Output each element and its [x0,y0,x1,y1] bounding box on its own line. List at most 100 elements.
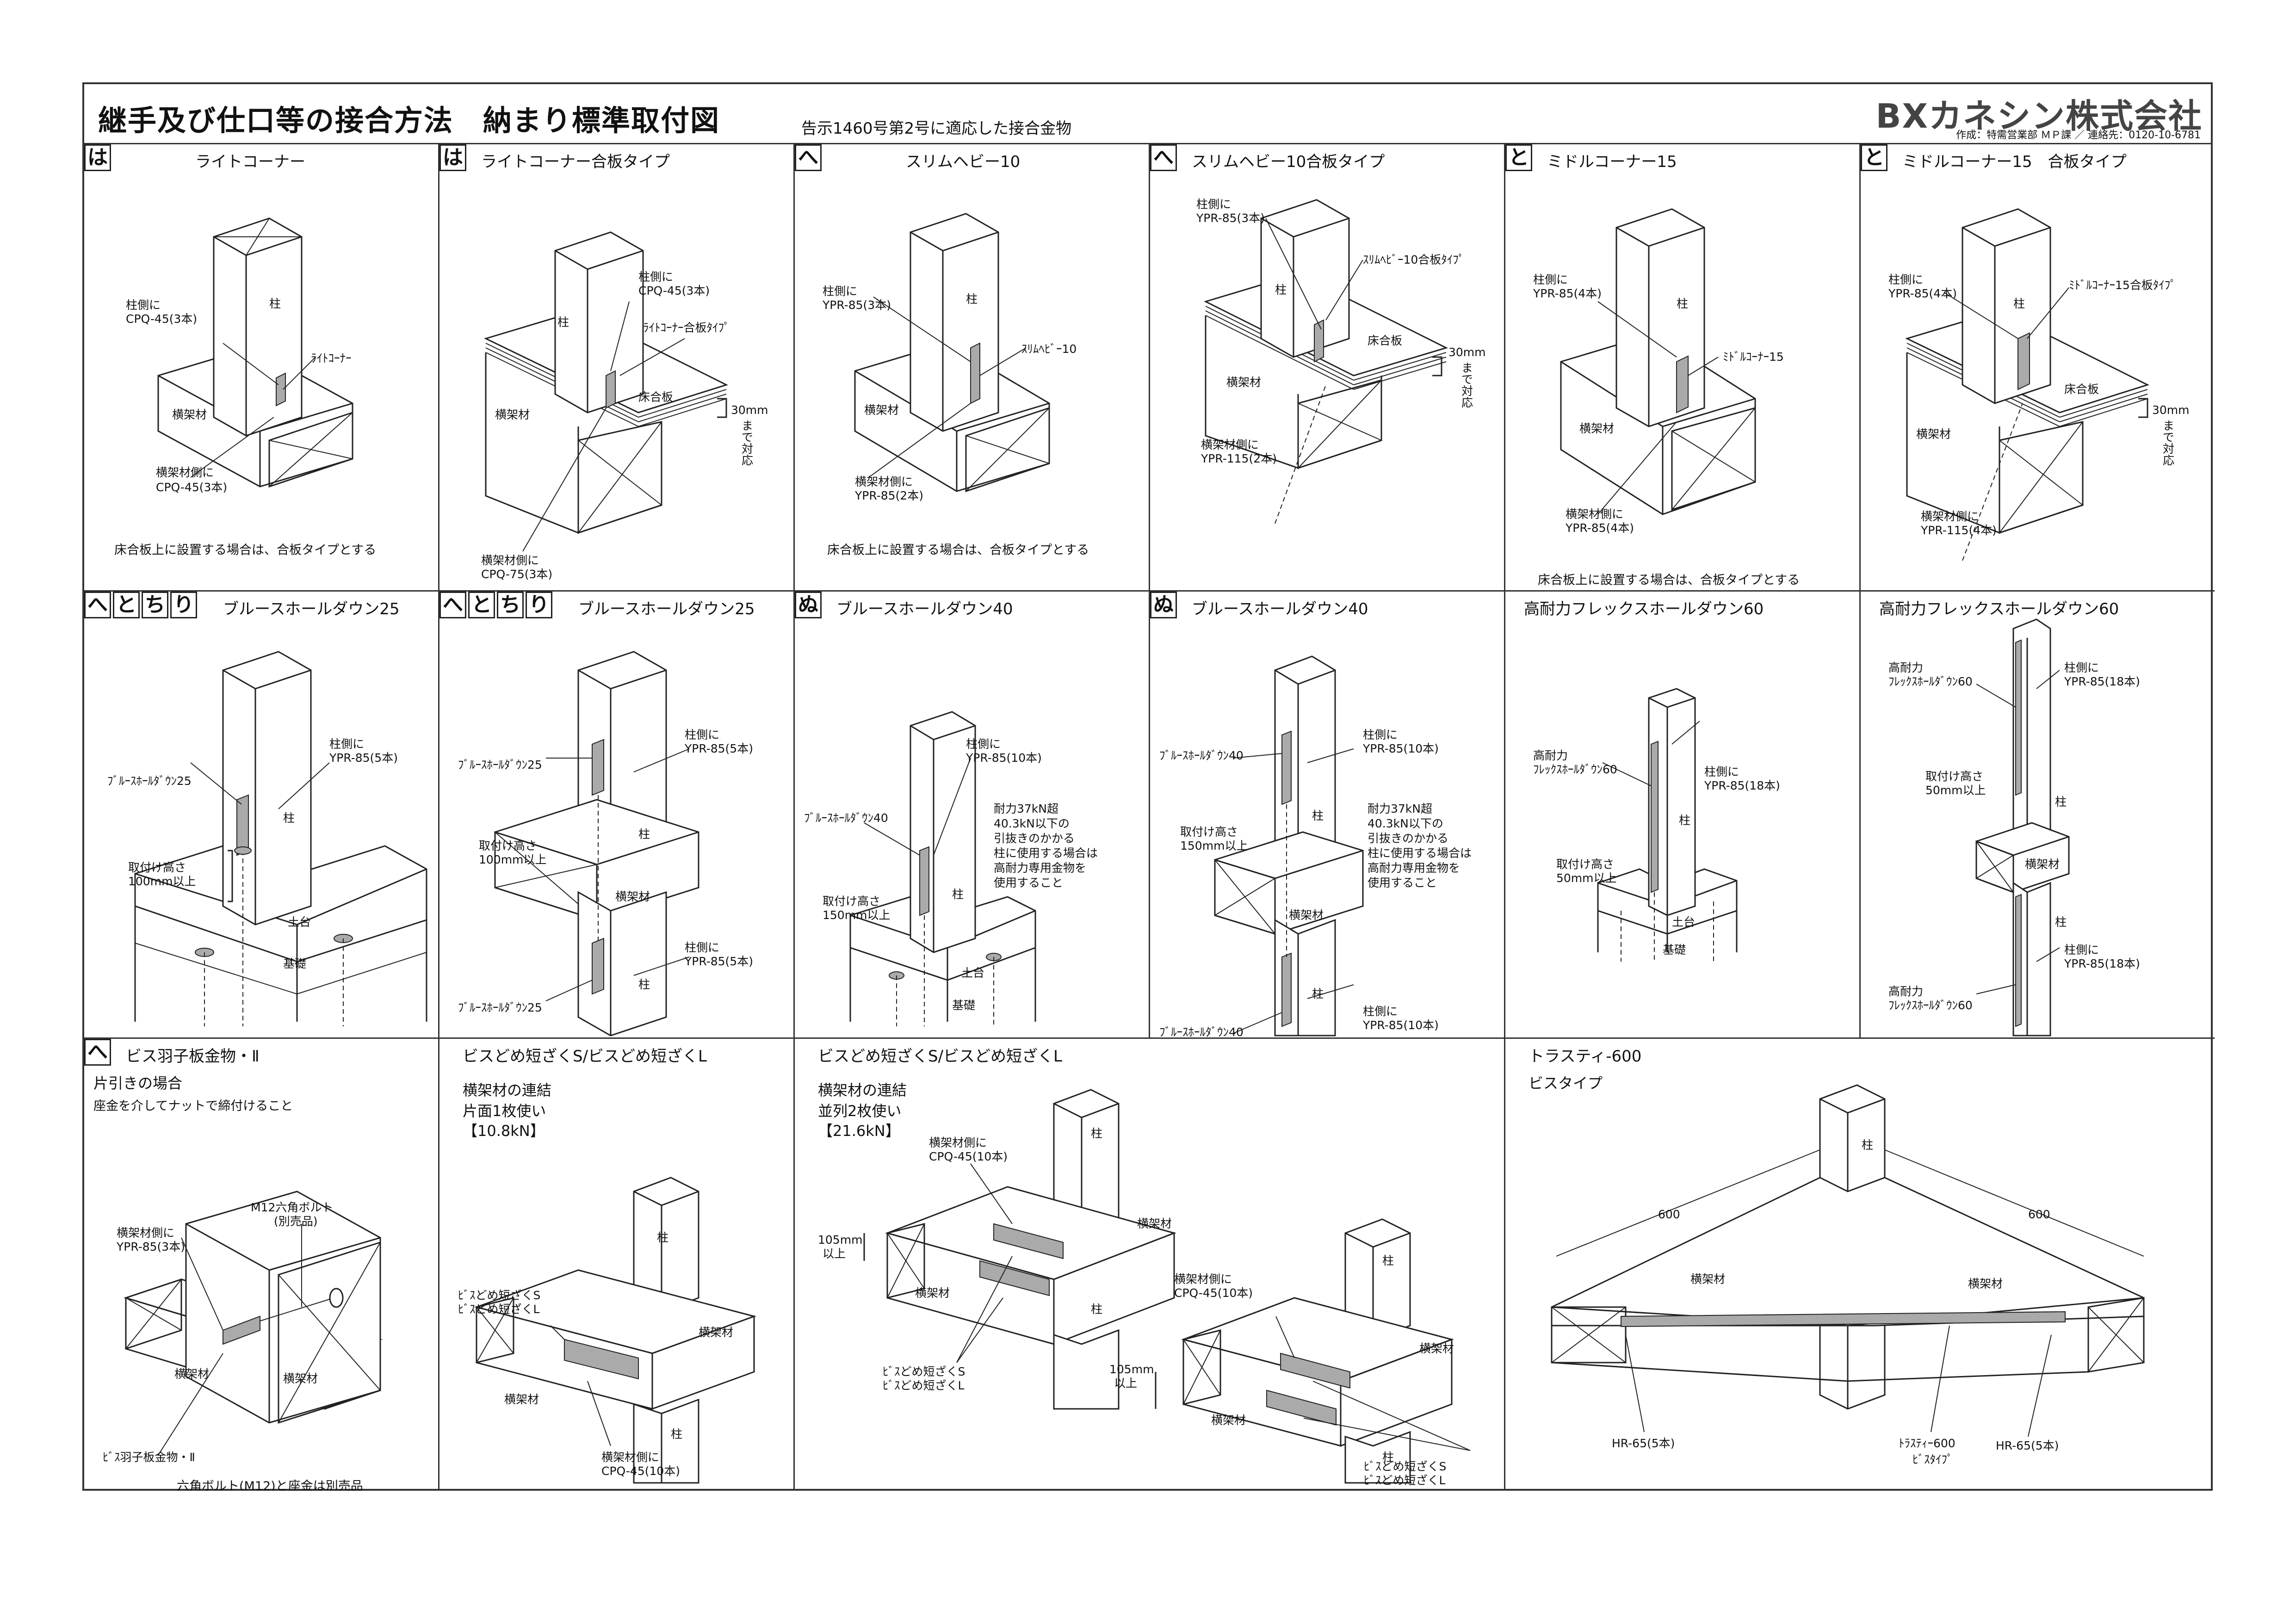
label: 横架材側に [1921,510,1979,523]
label: ﾌﾞﾙｰｽﾎｰﾙﾀﾞｳﾝ25 [107,774,192,788]
label: 横架材 [915,1286,950,1300]
label: 柱 [638,978,650,991]
label: 耐力37kN超 [1368,802,1432,815]
category-tag: と [1861,144,1888,171]
subtitle: ビスタイプ [1529,1074,1603,1092]
label: 105mm [818,1233,863,1247]
label: ｽﾘﾑﾍﾋﾞｰ10 [1021,342,1077,356]
cell-title: ビスどめ短ざくS/ビスどめ短ざくL [463,1047,707,1066]
label: 横架材側に [855,475,913,488]
label: まで対応 [1460,362,1473,408]
label: 柱側に [126,298,161,312]
label: 基礎 [283,957,307,970]
category-tag: へ [795,144,822,171]
cell-title: トラスティ-600 [1529,1047,1642,1066]
cell-title: ブルースホールダウン25 [223,600,400,618]
cell-flex-holddown-60-beam: 高耐力フレックスホールダウン60 高耐力 ﾌﾚｯｸｽﾎｰﾙﾀﾞｳﾝ60 柱側に … [1861,592,2215,1039]
label: 横架材 [615,890,650,903]
subtitle: 片面1枚使い [463,1102,546,1120]
label: 柱 [1091,1127,1103,1140]
label: CPQ-45(10本) [929,1150,1008,1163]
label: YPR-85(3本) [117,1240,185,1253]
label: HR-65(5本) [1612,1437,1675,1450]
label: 使用すること [1368,876,1437,889]
header: 継手及び仕口等の接合方法 納まり標準取付図 告示1460号第2号に適応した接合金… [84,84,2211,144]
cell-bruce-holddown-40-base: ぬ ブルースホールダウン40 柱側に YPR-85(10本) ﾌﾞﾙｰｽﾎｰﾙﾀ… [795,592,1150,1039]
screw-tanzaku-single-drawing [474,1177,757,1484]
cell-middle-corner-15-plywood: と ミドルコーナー15 合板タイプ 柱側に YPR-85(4本) ﾐﾄﾞﾙｺｰﾅ… [1861,144,2215,592]
cell-slim-heavy-10-plywood: へ スリムヘビー10合板タイプ 柱側に YPR-85(3本) ｽﾘﾑﾍﾋﾞｰ10… [1150,144,1505,592]
label: 柱側に [1363,1005,1398,1018]
label: ﾋﾞｽどめ短ざくS [458,1289,541,1302]
category-tag: へ [439,592,466,618]
category-tag: と [1505,144,1532,171]
label: 柱側に [1533,273,1568,286]
subtitle: 【10.8kN】 [463,1122,545,1140]
label: YPR-85(4本) [1533,287,1602,300]
cell-title: スリムヘビー10 [906,153,1021,171]
label: 柱 [638,827,650,841]
subtitle: 座金を介してナットで締付けること [93,1099,293,1113]
label: 横架材側に [1174,1272,1232,1286]
label: YPR-85(5本) [329,751,398,765]
label: 横架材 [174,1367,210,1381]
label: 柱側に [823,284,858,298]
label: 600 [1658,1208,1680,1221]
label: 105mm [1109,1363,1154,1376]
label: 引抜きのかかる [1368,832,1449,845]
label: YPR-85(2本) [855,489,923,502]
label: 柱 [952,888,964,901]
label: ﾌﾚｯｸｽﾎｰﾙﾀﾞｳﾝ60 [1888,999,1973,1012]
note: 床合板上に設置する場合は、合板タイプとする [114,543,377,557]
cell-slim-heavy-10: へ スリムヘビー10 柱側に YPR-85(3本) ｽﾘﾑﾍﾋﾞｰ10 柱 横架… [795,144,1150,592]
flex-holddown-60-beam-drawing [1975,618,2070,1037]
label: 横架材 [864,403,899,417]
label: CPQ-45(3本) [126,312,198,326]
label: ﾌﾚｯｸｽﾎｰﾙﾀﾞｳﾝ60 [1888,675,1973,688]
label: ﾋﾞｽどめ短ざくS [883,1365,965,1378]
label: 取付け高さ [823,895,881,908]
label: ｽﾘﾑﾍﾋﾞｰ10合板ﾀｲﾌﾟ [1363,253,1465,266]
label: 床合板 [1368,334,1403,347]
bruce-holddown-25-base-drawing [134,651,427,1026]
category-tag: ぬ [1150,592,1177,618]
trusty-600-drawing [1551,1084,2145,1437]
cell-title: ライトコーナー [195,153,305,171]
cell-light-corner-plywood: は ライトコーナー合板タイプ 柱側に CPQ-45(3本) ﾗｲﾄｺｰﾅｰ合板ﾀ… [439,144,795,592]
cell-title: ライトコーナー合板タイプ [481,153,670,171]
label: 土台 [1672,915,1696,929]
label: 横架材 [1419,1342,1454,1355]
cell-screw-tanzaku-double: ビスどめ短ざくS/ビスどめ短ざくL 横架材の連結 並列2枚使い 【21.6kN】 [795,1039,1505,1491]
cell-bruce-holddown-40-beam: ぬ ブルースホールダウン40 柱側に YPR-85(10本) ﾌﾞﾙｰｽﾎｰﾙﾀ… [1150,592,1505,1039]
cell-screw-strap-plate-2: へ ビス羽子板金物・Ⅱ 片引きの場合 座金を介してナットで締付けること 横架材側… [84,1039,439,1491]
label: 以上 [823,1247,846,1260]
label: YPR-85(18本) [2064,957,2140,970]
label: 柱側に [638,270,674,284]
label: 高耐力専用金物を [994,861,1087,875]
label: ﾌﾞﾙｰｽﾎｰﾙﾀﾞｳﾝ40 [1159,1025,1244,1039]
label: 柱に使用する場合は [1368,846,1472,860]
page-subtitle: 告示1460号第2号に適応した接合金物 [801,119,1072,138]
label: 柱 [2013,297,2025,310]
cell-title: ビス羽子板金物・Ⅱ [126,1047,260,1066]
label: 30mm [1448,346,1486,359]
label: ﾋﾞｽ羽子板金物・Ⅱ [103,1450,195,1464]
label: 高耐力専用金物を [1368,861,1461,875]
label: まで対応 [2161,420,2175,466]
cell-trusty-600: トラスティ-600 ビスタイプ 柱 600 600 横架材 横架材 HR-65(… [1505,1039,2215,1491]
label: 柱側に [329,737,365,751]
label: ﾗｲﾄｺｰﾅｰ合板ﾀｲﾌﾟ [643,321,730,334]
label: ﾋﾞｽどめ短ざくS [1364,1460,1447,1473]
label: 横架材側に [929,1136,987,1149]
label: YPR-85(4本) [1888,287,1957,300]
label: 50mm以上 [1556,871,1617,885]
label: 柱側に [1196,197,1232,211]
label: ﾌﾞﾙｰｽﾎｰﾙﾀﾞｳﾝ25 [458,758,542,771]
note: 床合板上に設置する場合は、合板タイプとする [1538,573,1800,587]
label: 150mm以上 [823,908,891,922]
cell-title: 高耐力フレックスホールダウン60 [1524,600,1764,618]
cell-middle-corner-15: と ミドルコーナー15 柱側に YPR-85(4本) ﾐﾄﾞﾙｺｰﾅｰ15 柱 … [1505,144,1861,592]
label: まで対応 [740,420,754,466]
label: M12六角ボルト [251,1201,334,1214]
cell-title: ビスどめ短ざくS/ビスどめ短ざくL [818,1047,1062,1066]
